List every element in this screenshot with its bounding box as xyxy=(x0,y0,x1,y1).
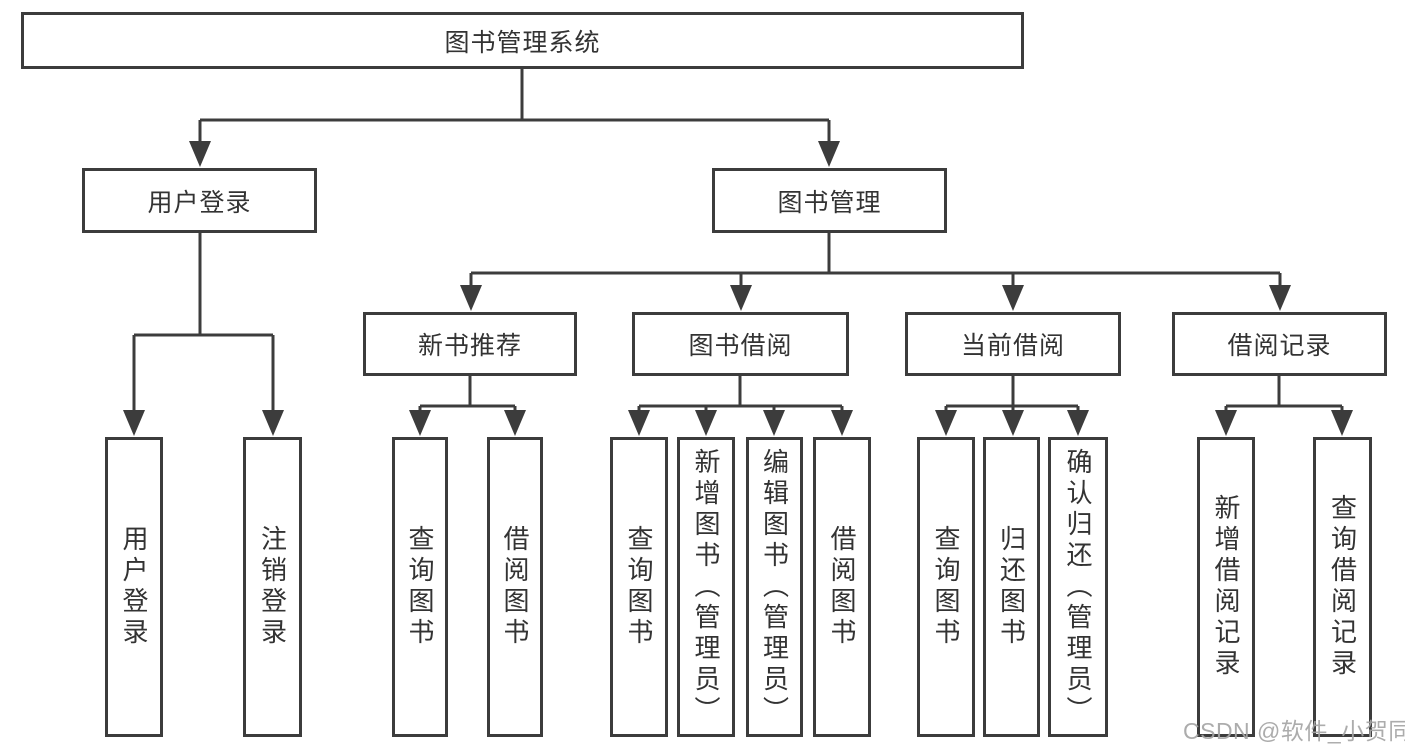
leaf-logout-action: 注销登录 xyxy=(243,437,302,737)
arrowhead-icon xyxy=(1331,410,1353,436)
edge-root-to-level2 xyxy=(189,69,840,167)
leaf-bb-query-books-label: 查询图书 xyxy=(624,525,654,649)
leaf-nb-query-books: 查询图书 xyxy=(392,437,448,737)
arrowhead-icon xyxy=(1269,285,1291,311)
node-book-management-label: 图书管理 xyxy=(777,188,882,217)
node-new-book-recommend: 新书推荐 xyxy=(363,312,577,376)
arrowhead-icon xyxy=(695,410,717,436)
leaf-bb-query-books: 查询图书 xyxy=(610,437,668,737)
arrowhead-icon xyxy=(818,141,840,167)
arrowhead-icon xyxy=(1067,410,1089,436)
node-borrow-records: 借阅记录 xyxy=(1172,312,1387,376)
arrowhead-icon xyxy=(504,410,526,436)
node-new-book-recommend-label: 新书推荐 xyxy=(417,332,522,360)
leaf-br-add-record-label: 新增借阅记录 xyxy=(1211,494,1241,680)
leaf-cb-return-books: 归还图书 xyxy=(983,437,1040,737)
leaf-nb-query-books-label: 查询图书 xyxy=(405,525,435,649)
arrowhead-icon xyxy=(628,410,650,436)
node-root-label: 图书管理系统 xyxy=(444,28,601,57)
leaf-bb-borrow-books-label: 借阅图书 xyxy=(827,525,857,649)
arrowhead-icon xyxy=(409,410,431,436)
node-user-login: 用户登录 xyxy=(82,168,317,233)
arrowhead-icon xyxy=(123,410,145,436)
leaf-bb-edit-books-admin-label: 编辑图书（管理员） xyxy=(759,447,790,727)
leaf-nb-borrow-books: 借阅图书 xyxy=(487,437,543,737)
arrowhead-icon xyxy=(1002,285,1024,311)
leaf-bb-borrow-books: 借阅图书 xyxy=(813,437,871,737)
leaf-bb-add-books-admin-label: 新增图书（管理员） xyxy=(691,447,721,727)
leaf-cb-confirm-return-admin-label: 确认归还（管理员） xyxy=(1063,447,1093,727)
leaf-logout-action-label: 注销登录 xyxy=(257,525,288,649)
node-borrow-records-label: 借阅记录 xyxy=(1227,332,1332,360)
node-current-borrowing: 当前借阅 xyxy=(905,312,1121,376)
edge-borrow-records-to-children xyxy=(1215,376,1353,436)
leaf-cb-return-books-label: 归还图书 xyxy=(996,525,1027,649)
node-book-borrowing-label: 图书借阅 xyxy=(688,332,793,360)
leaf-nb-borrow-books-label: 借阅图书 xyxy=(500,525,530,649)
arrowhead-icon xyxy=(935,410,957,436)
node-current-borrowing-label: 当前借阅 xyxy=(960,332,1065,360)
arrowhead-icon xyxy=(763,410,785,436)
arrowhead-icon xyxy=(460,285,482,311)
node-book-borrowing: 图书借阅 xyxy=(632,312,849,376)
leaf-cb-query-books: 查询图书 xyxy=(917,437,975,737)
arrowhead-icon xyxy=(262,410,284,436)
leaf-br-add-record: 新增借阅记录 xyxy=(1197,437,1255,737)
edge-new-book-recommend-to-children xyxy=(409,376,526,436)
arrowhead-icon xyxy=(730,285,752,311)
node-root: 图书管理系统 xyxy=(21,12,1024,69)
edge-book-borrowing-to-children xyxy=(628,376,853,436)
arrowhead-icon xyxy=(1002,410,1024,436)
leaf-login-action: 用户登录 xyxy=(105,437,163,737)
arrowhead-icon xyxy=(189,141,211,167)
node-book-management: 图书管理 xyxy=(712,168,947,233)
leaf-cb-query-books-label: 查询图书 xyxy=(931,525,961,649)
edge-book-management-to-level3 xyxy=(460,233,1291,311)
leaf-cb-confirm-return-admin: 确认归还（管理员） xyxy=(1048,437,1108,737)
edge-current-borrowing-to-children xyxy=(935,376,1089,436)
leaf-br-query-record-label: 查询借阅记录 xyxy=(1327,494,1358,680)
leaf-bb-edit-books-admin: 编辑图书（管理员） xyxy=(746,437,803,737)
leaf-br-query-record: 查询借阅记录 xyxy=(1313,437,1372,737)
leaf-login-action-label: 用户登录 xyxy=(119,525,149,649)
leaf-bb-add-books-admin: 新增图书（管理员） xyxy=(677,437,735,737)
node-user-login-label: 用户登录 xyxy=(147,188,252,217)
arrowhead-icon xyxy=(831,410,853,436)
arrowhead-icon xyxy=(1215,410,1237,436)
edge-user-login-to-children xyxy=(123,233,284,436)
watermark: CSDN @软件_小贺同学 xyxy=(1183,718,1405,744)
